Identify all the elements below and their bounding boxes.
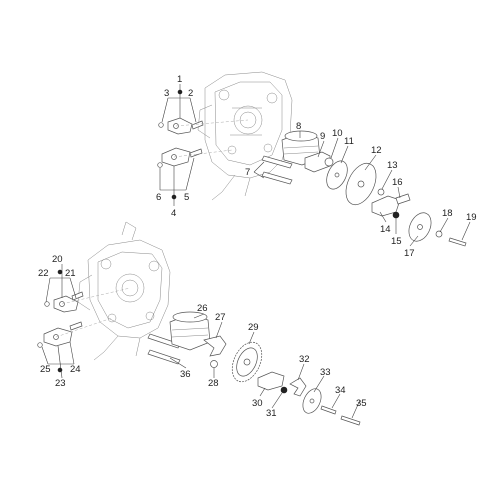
- part-label-23: 23: [55, 378, 66, 389]
- upper-weight-assembly: [371, 193, 411, 219]
- upper-engine-block: [197, 71, 293, 201]
- part-label-14: 14: [380, 224, 391, 235]
- lower-end-disc: [302, 388, 322, 414]
- part-label-35: 35: [356, 398, 367, 409]
- upper-disc-large: [345, 162, 377, 206]
- part-label-5: 5: [184, 192, 189, 203]
- lower-washer: [210, 360, 218, 368]
- lower-camshaft: [169, 311, 211, 351]
- lower-clip: [289, 377, 307, 397]
- lower-weight-assembly: [257, 371, 288, 394]
- part-label-12: 12: [371, 145, 382, 156]
- part-label-22: 22: [38, 268, 49, 279]
- lower-short-bolt: [320, 405, 337, 415]
- label-dots: [57, 89, 183, 373]
- part-label-30: 30: [252, 398, 263, 409]
- part-label-25: 25: [40, 364, 51, 375]
- part-label-13: 13: [387, 160, 398, 171]
- part-label-27: 27: [215, 312, 226, 323]
- part-label-16: 16: [392, 177, 403, 188]
- part-label-33: 33: [320, 367, 331, 378]
- part-label-17: 17: [404, 248, 415, 259]
- part-label-10: 10: [332, 128, 343, 139]
- upper-end-washer: [435, 230, 443, 238]
- part-labels: 1 2 3 4 5 6 7 8 9 10 11 12 13 14 15 16 1…: [38, 74, 477, 419]
- part-label-32: 32: [299, 354, 310, 365]
- lower-engine-block: [77, 221, 171, 361]
- part-label-18: 18: [442, 208, 453, 219]
- part-label-1: 1: [177, 74, 182, 85]
- part-label-26: 26: [197, 303, 208, 314]
- part-label-11: 11: [344, 136, 354, 147]
- lower-gear: [231, 341, 263, 383]
- part-label-4: 4: [171, 208, 176, 219]
- part-label-2: 2: [188, 88, 193, 99]
- part-label-21: 21: [65, 268, 76, 279]
- upper-nut: [377, 188, 385, 196]
- part-label-31: 31: [266, 408, 277, 419]
- upper-rods: [261, 155, 293, 185]
- leader-lines: [41, 84, 471, 419]
- lower-long-bolt: [340, 415, 361, 426]
- part-label-34: 34: [335, 385, 346, 396]
- part-label-8: 8: [296, 121, 301, 132]
- part-label-3: 3: [164, 88, 169, 99]
- part-label-6: 6: [156, 192, 161, 203]
- part-label-24: 24: [70, 364, 81, 375]
- upper-bolt: [448, 237, 467, 247]
- part-label-29: 29: [248, 322, 259, 333]
- upper-end-disc: [408, 212, 432, 242]
- part-label-20: 20: [52, 254, 63, 265]
- part-label-9: 9: [320, 131, 325, 142]
- lower-plate: [203, 335, 227, 357]
- part-label-15: 15: [391, 236, 402, 247]
- upper-washer: [324, 157, 334, 167]
- part-label-19: 19: [466, 212, 477, 223]
- part-label-36: 36: [180, 369, 191, 380]
- upper-rocker-assembly: [157, 117, 249, 168]
- part-label-7: 7: [245, 167, 250, 178]
- part-label-28: 28: [208, 378, 219, 389]
- upper-disc-small: [326, 160, 348, 190]
- lower-rocker-assembly: [37, 287, 131, 348]
